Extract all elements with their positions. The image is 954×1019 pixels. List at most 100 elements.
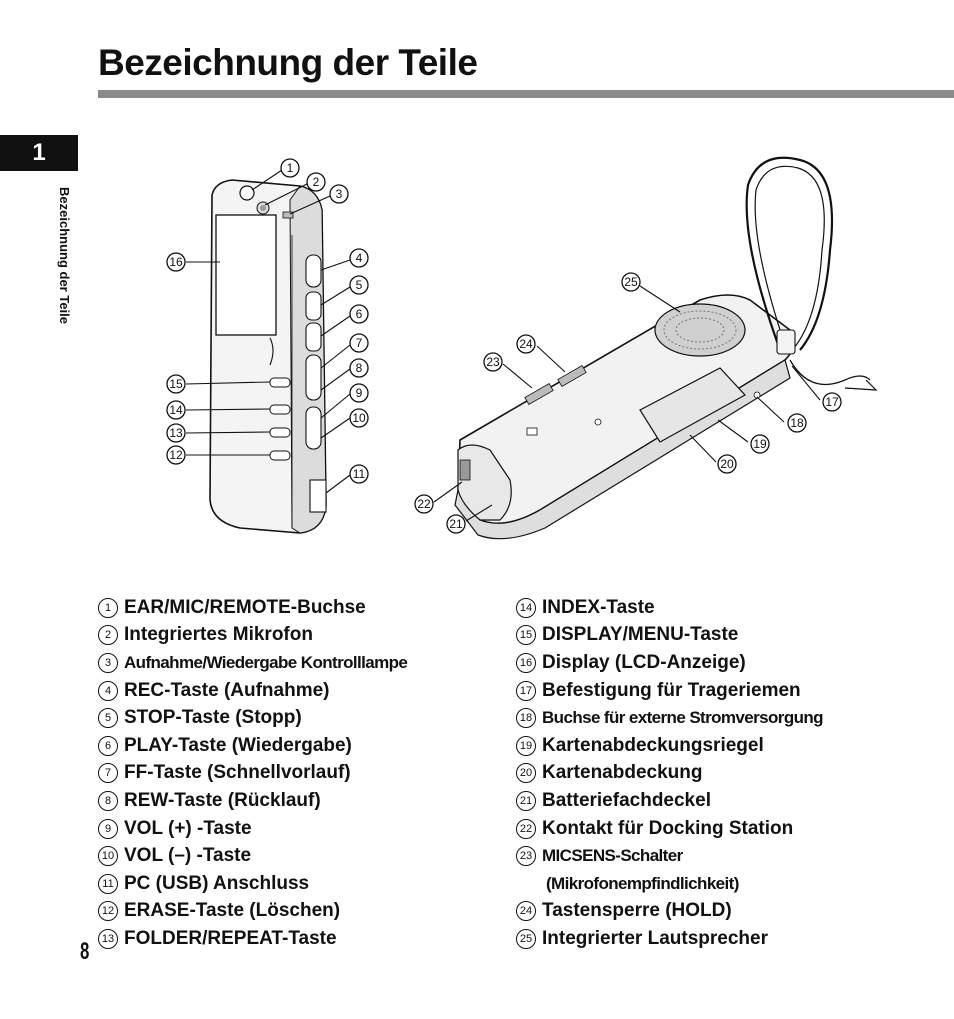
svg-text:21: 21 <box>449 517 463 531</box>
svg-text:9: 9 <box>356 386 363 400</box>
legend-number: 22 <box>516 818 536 839</box>
page-number: 8 <box>80 938 90 965</box>
callout-24: 24 <box>516 334 536 354</box>
legend-number: 13 <box>98 928 118 949</box>
legend-item: 4 REC-Taste (Aufnahme) <box>98 677 407 705</box>
callout-22: 22 <box>414 494 434 514</box>
callout-7: 7 <box>349 333 369 353</box>
legend-number: 16 <box>516 652 536 673</box>
svg-text:7: 7 <box>356 336 363 350</box>
callout-markers: 1 2 3 4 5 6 7 8 9 10 11 12 13 14 15 16 1… <box>166 158 842 534</box>
legend-number: 4 <box>98 680 118 701</box>
legend-number: 15 <box>516 625 536 646</box>
callout-11: 11 <box>349 464 369 484</box>
legend-number: 2 <box>98 625 118 646</box>
svg-text:19: 19 <box>753 437 767 451</box>
legend-number: 17 <box>516 680 536 701</box>
legend-item: 20 Kartenabdeckung <box>516 760 823 788</box>
svg-text:11: 11 <box>353 467 366 481</box>
legend-item: 6 PLAY-Taste (Wiedergabe) <box>98 732 407 760</box>
page-title: Bezeichnung der Teile <box>98 42 478 83</box>
legend-text: EAR/MIC/REMOTE-Buchse <box>124 596 366 618</box>
callout-3: 3 <box>329 184 349 204</box>
legend-item: 16 Display (LCD-Anzeige) <box>516 649 823 677</box>
callout-14: 14 <box>166 400 186 420</box>
legend-text: PLAY-Taste (Wiedergabe) <box>124 734 352 756</box>
callout-21: 21 <box>446 514 466 534</box>
callout-23: 23 <box>483 352 503 372</box>
legend-number: 20 <box>516 763 536 784</box>
legend-text: DISPLAY/MENU-Taste <box>542 624 739 646</box>
legend-text: Kartenabdeckung <box>542 762 703 784</box>
legend-item: 17 Befestigung für Trageriemen <box>516 677 823 705</box>
svg-text:23: 23 <box>486 355 500 369</box>
legend-item: 2 Integriertes Mikrofon <box>98 622 407 650</box>
callout-13: 13 <box>166 423 186 443</box>
svg-text:24: 24 <box>519 337 533 351</box>
svg-text:22: 22 <box>417 497 431 511</box>
legend-number: 10 <box>98 846 118 867</box>
legend-number: 1 <box>98 597 118 618</box>
callout-18: 18 <box>787 413 807 433</box>
legend-text: STOP-Taste (Stopp) <box>124 707 302 729</box>
callout-6: 6 <box>349 304 369 324</box>
legend-text: Kontakt für Docking Station <box>542 817 794 839</box>
legend-text: FOLDER/REPEAT-Taste <box>124 927 337 949</box>
legend-number: 12 <box>98 901 118 922</box>
callout-25: 25 <box>621 272 641 292</box>
callout-17: 17 <box>822 392 842 412</box>
title-underline <box>98 90 954 98</box>
legend-text: Aufnahme/Wiedergabe Kontrolllampe <box>124 652 408 672</box>
callout-9: 9 <box>349 383 369 403</box>
legend-item: 3 Aufnahme/Wiedergabe Kontrolllampe <box>98 649 408 677</box>
legend-number: 25 <box>516 928 536 949</box>
legend-number: 6 <box>98 735 118 756</box>
legend-text: REW-Taste (Rücklauf) <box>124 789 321 811</box>
legend-text: (Mikrofonempfindlichkeit) <box>546 873 739 893</box>
recorder-back-view <box>454 156 878 540</box>
legend-text: ERASE-Taste (Löschen) <box>124 900 341 922</box>
callout-12: 12 <box>166 445 186 465</box>
legend-text: Tastensperre (HOLD) <box>542 900 732 922</box>
legend-text: Befestigung für Trageriemen <box>542 679 801 701</box>
callout-15: 15 <box>166 374 186 394</box>
callout-5: 5 <box>349 275 369 295</box>
legend-text: Display (LCD-Anzeige) <box>542 651 746 673</box>
legend-text: REC-Taste (Aufnahme) <box>124 679 330 701</box>
legend-item: 13 FOLDER/REPEAT-Taste <box>98 925 407 953</box>
callout-19: 19 <box>750 434 770 454</box>
legend-text: VOL (–) -Taste <box>124 845 252 867</box>
legend-item: 10 VOL (–) -Taste <box>98 842 407 870</box>
svg-text:10: 10 <box>352 411 366 425</box>
callout-2: 2 <box>306 172 326 192</box>
svg-text:3: 3 <box>336 187 343 201</box>
legend-item: 1 EAR/MIC/REMOTE-Buchse <box>98 594 407 622</box>
legend-number: 8 <box>98 790 118 811</box>
svg-text:2: 2 <box>313 175 320 189</box>
legend-text: Integrierter Lautsprecher <box>542 927 768 949</box>
legend-item: 25 Integrierter Lautsprecher <box>516 925 823 953</box>
legend-left-column: 1 EAR/MIC/REMOTE-Buchse 2 Integriertes Mik… <box>98 594 408 953</box>
legend-number: 23 <box>516 846 536 867</box>
legend-text: Integriertes Mikrofon <box>124 624 313 646</box>
legend-number: 21 <box>516 790 536 811</box>
svg-text:4: 4 <box>356 251 363 265</box>
svg-text:8: 8 <box>356 361 363 375</box>
svg-text:20: 20 <box>720 457 734 471</box>
legend-number: 14 <box>516 597 536 618</box>
legend-text: VOL (+) -Taste <box>124 817 252 839</box>
legend-number: 3 <box>98 652 118 673</box>
svg-text:25: 25 <box>624 275 638 289</box>
svg-text:1: 1 <box>287 161 294 175</box>
callout-1: 1 <box>280 158 300 178</box>
svg-text:13: 13 <box>169 426 183 440</box>
